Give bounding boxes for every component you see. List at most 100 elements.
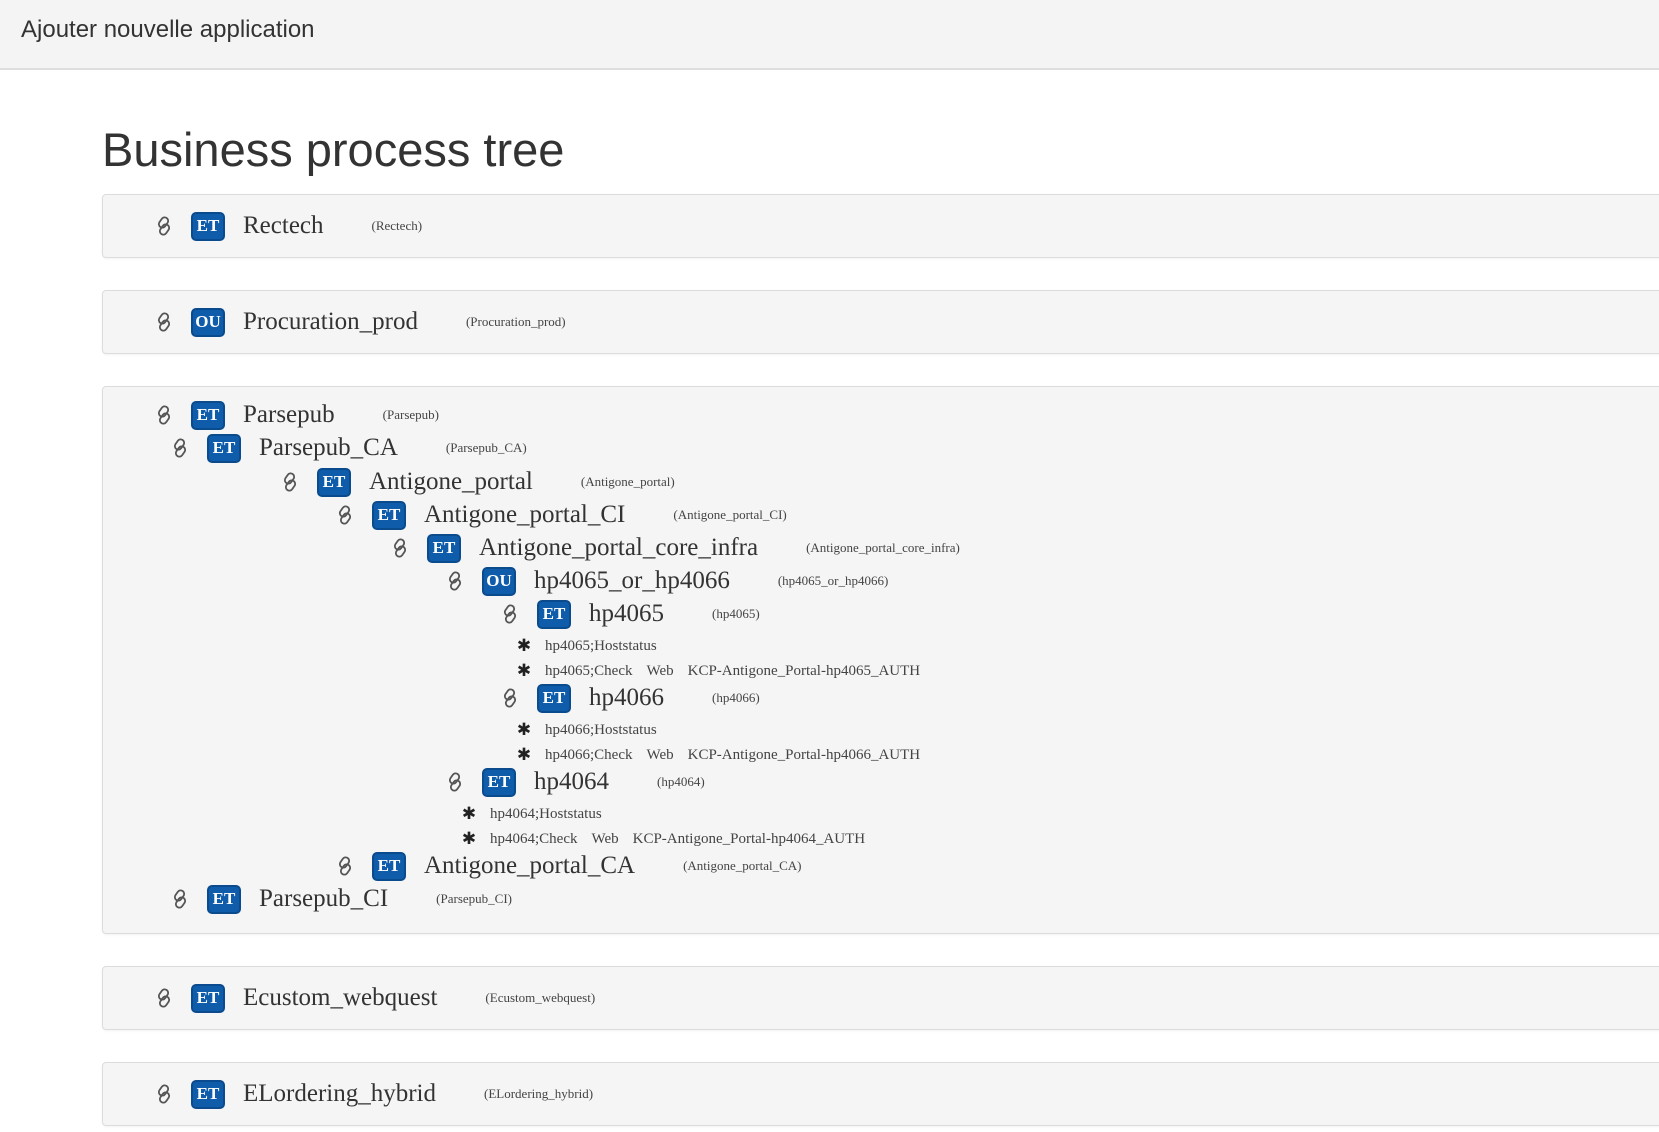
service-type: Web [591,830,619,847]
tree-node: ET Parsepub (Parsepub) [155,399,439,431]
tree-panel-ecustom: ET Ecustom_webquest (Ecustom_webquest) [102,966,1659,1030]
link-icon[interactable] [155,216,173,236]
link-icon[interactable] [155,1084,173,1104]
gear-icon: ✱ [461,829,477,848]
node-key: (Parsepub_CA) [445,440,527,455]
page-title: Business process tree [102,123,565,176]
service-check-name: KCP-Antigone_Portal-hp4066_AUTH [687,746,921,763]
node-name[interactable]: hp4066 [589,684,664,711]
link-icon[interactable] [446,772,464,792]
node-name[interactable]: hp4065_or_hp4066 [534,567,730,594]
badge-et: ET [191,1079,225,1109]
tree-node: OU Procuration_prod (Procuration_prod) [155,306,566,338]
badge-et: ET [372,500,406,530]
link-icon[interactable] [155,312,173,332]
node-key: (Rectech) [371,218,423,233]
service-label: hp4065;Hoststatus [545,637,657,654]
link-icon[interactable] [155,988,173,1008]
tree-node: ET Rectech (Rectech) [155,210,422,242]
service-label: hp4064;Hoststatus [490,805,602,822]
service-check-name: KCP-Antigone_Portal-hp4064_AUTH [632,830,866,847]
node-name[interactable]: Antigone_portal [369,468,533,495]
gear-icon: ✱ [516,720,532,739]
link-icon[interactable] [501,604,519,624]
add-application-button[interactable]: Ajouter nouvelle application [21,16,315,43]
badge-et: ET [207,433,241,463]
tree-node: ET Antigone_portal_core_infra (Antigone_… [391,532,960,564]
badge-et: ET [191,983,225,1013]
link-icon[interactable] [171,438,189,458]
badge-ou: OU [191,307,225,337]
gear-icon: ✱ [516,636,532,655]
service-row: ✱ hp4064;Check Web KCP-Antigone_Portal-h… [460,827,865,851]
link-icon[interactable] [281,472,299,492]
node-name[interactable]: Rectech [243,212,324,239]
badge-ou: OU [482,566,516,596]
tree-panel-procuration: OU Procuration_prod (Procuration_prod) [102,290,1659,354]
node-name[interactable]: Parsepub_CA [259,434,398,461]
gear-icon: ✱ [516,661,532,680]
link-icon[interactable] [446,571,464,591]
node-name[interactable]: ELordering_hybrid [243,1080,437,1107]
node-key: (hp4065_or_hp4066) [777,573,889,588]
service-type: Web [646,662,674,679]
service-label: hp4066;Hoststatus [545,721,657,738]
node-name[interactable]: Antigone_portal_CA [424,852,636,879]
badge-et: ET [537,683,571,713]
node-name[interactable]: Parsepub [243,401,335,428]
service-row: ✱ hp4064;Hoststatus [460,802,602,826]
node-name[interactable]: hp4064 [534,768,609,795]
badge-et: ET [317,467,351,497]
tree-node: ET Parsepub_CA (Parsepub_CA) [171,432,527,464]
link-icon[interactable] [501,688,519,708]
link-icon[interactable] [336,856,354,876]
service-type: Web [646,746,674,763]
tree-panel-rectech: ET Rectech (Rectech) [102,194,1659,258]
node-name[interactable]: Parsepub_CI [259,885,389,912]
link-icon[interactable] [336,505,354,525]
tree-panel-parsepub: ET Parsepub (Parsepub) ET Parsepub_CA (P… [102,386,1659,934]
node-key: (Ecustom_webquest) [485,990,596,1005]
gear-icon: ✱ [461,804,477,823]
node-key: (Parsepub) [382,407,439,422]
tree-node: ET hp4066 (hp4066) [501,682,760,714]
service-row: ✱ hp4066;Hoststatus [515,718,657,742]
node-key: (hp4065) [712,606,760,621]
tree-node: ET ELordering_hybrid (ELordering_hybrid) [155,1078,593,1110]
badge-et: ET [482,767,516,797]
service-label: hp4064;Check [490,830,578,847]
service-row: ✱ hp4065;Check Web KCP-Antigone_Portal-h… [515,659,920,683]
node-key: (Procuration_prod) [465,314,566,329]
tree-node: ET Antigone_portal_CI (Antigone_portal_C… [336,499,787,531]
node-key: (Antigone_portal_core_infra) [806,540,960,555]
link-icon[interactable] [171,889,189,909]
tree-panel-elordering: ET ELordering_hybrid (ELordering_hybrid) [102,1062,1659,1126]
badge-et: ET [427,533,461,563]
node-key: (Parsepub_CI) [436,891,512,906]
tree-node: ET Antigone_portal (Antigone_portal) [281,466,675,498]
node-key: (Antigone_portal_CI) [673,507,787,522]
tree-node: ET Ecustom_webquest (Ecustom_webquest) [155,982,595,1014]
node-name[interactable]: Antigone_portal_CI [424,501,626,528]
service-check-name: KCP-Antigone_Portal-hp4065_AUTH [687,662,921,679]
gear-icon: ✱ [516,745,532,764]
node-name[interactable]: Antigone_portal_core_infra [479,534,759,561]
top-toolbar: Ajouter nouvelle application [0,0,1659,70]
service-label: hp4066;Check [545,746,633,763]
node-name[interactable]: hp4065 [589,600,664,627]
node-key: (ELordering_hybrid) [484,1086,594,1101]
tree-node: ET Antigone_portal_CA (Antigone_portal_C… [336,850,802,882]
node-key: (Antigone_portal_CA) [683,858,802,873]
tree-node: ET hp4065 (hp4065) [501,598,760,630]
badge-et: ET [191,211,225,241]
node-key: (hp4064) [657,774,705,789]
service-label: hp4065;Check [545,662,633,679]
link-icon[interactable] [391,538,409,558]
node-key: (hp4066) [712,690,760,705]
node-key: (Antigone_portal) [580,474,675,489]
link-icon[interactable] [155,405,173,425]
tree-node: OU hp4065_or_hp4066 (hp4065_or_hp4066) [446,565,888,597]
service-row: ✱ hp4065;Hoststatus [515,634,657,658]
node-name[interactable]: Ecustom_webquest [243,984,438,1011]
node-name[interactable]: Procuration_prod [243,308,418,335]
